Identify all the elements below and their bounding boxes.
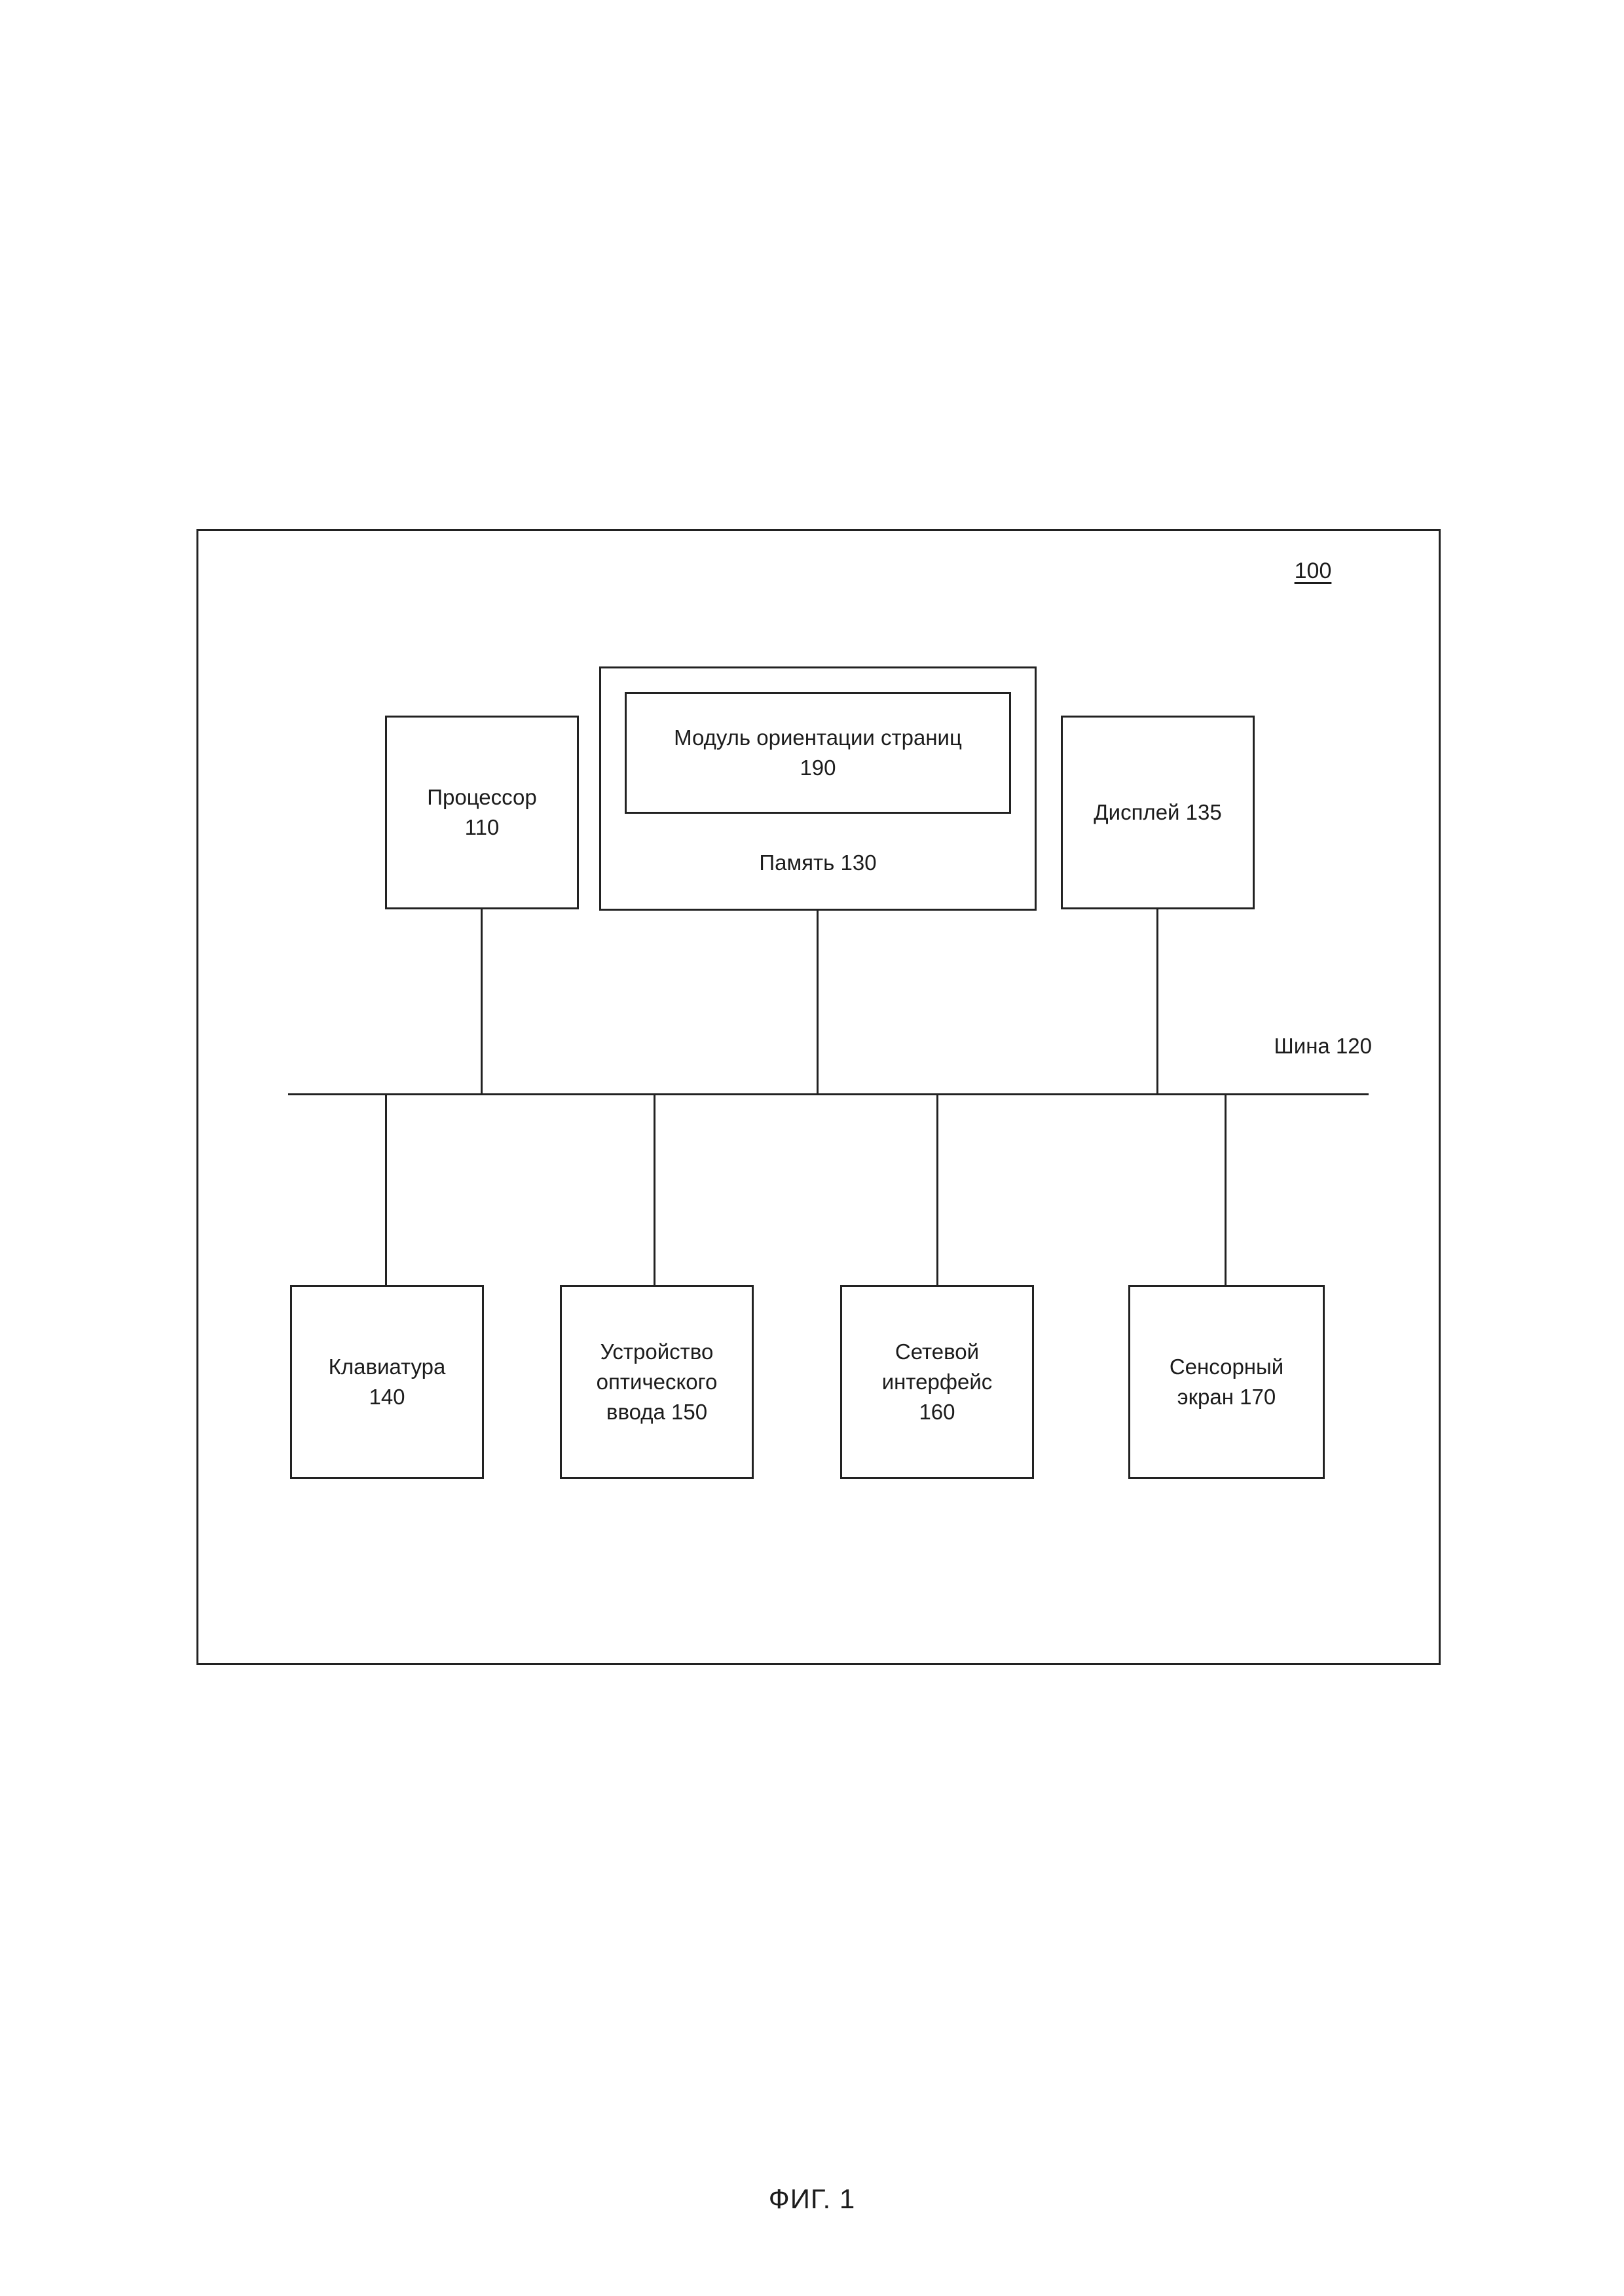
- processor-block: Процессор 110: [385, 716, 579, 909]
- memory-block-label: Память 130: [759, 850, 877, 875]
- memory-block: Модуль ориентации страниц 190 Память 130: [599, 666, 1037, 911]
- keyboard-bus-connector-line: [385, 1095, 387, 1285]
- network-interface-bus-connector-line: [936, 1095, 938, 1285]
- network-interface-block: Сетевой интерфейс 160: [840, 1285, 1034, 1479]
- system-boundary-frame: [196, 529, 1441, 1665]
- keyboard-block: Клавиатура 140: [290, 1285, 484, 1479]
- touchscreen-bus-connector-line: [1225, 1095, 1227, 1285]
- processor-bus-connector-line: [481, 909, 483, 1095]
- figure-caption: ФИГ. 1: [768, 2183, 856, 2214]
- system-bus-label: Шина 120: [1274, 1034, 1372, 1058]
- display-bus-connector-line: [1156, 909, 1158, 1095]
- touchscreen-block: Сенсорный экран 170: [1128, 1285, 1325, 1479]
- system-reference-number: 100: [1294, 558, 1332, 583]
- page-orientation-module-block: Модуль ориентации страниц 190: [625, 692, 1011, 814]
- memory-bus-connector-line: [817, 911, 819, 1095]
- optical-input-device-block: Устройство оптического ввода 150: [560, 1285, 754, 1479]
- display-block: Дисплей 135: [1061, 716, 1255, 909]
- system-bus-line: [288, 1093, 1369, 1095]
- optical-input-bus-connector-line: [654, 1095, 655, 1285]
